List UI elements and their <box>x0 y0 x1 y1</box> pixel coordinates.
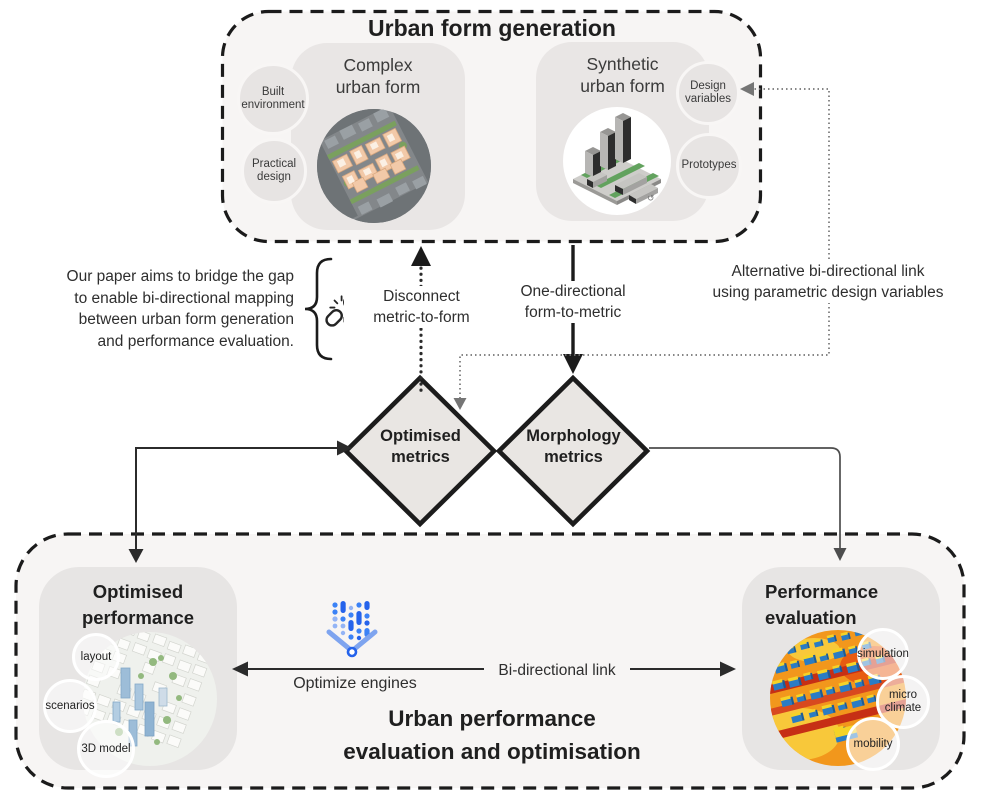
synthetic-urban-form-image: ↺ <box>563 107 671 215</box>
one-directional-arrowhead <box>563 354 583 374</box>
optimization-funnel-icon <box>326 601 378 658</box>
bottom-box-title: Urban performance evaluation and optimis… <box>343 706 641 764</box>
optimised-metrics-label: Optimised metrics <box>380 427 461 466</box>
isometric-bars-illustration: ↺ <box>573 113 661 205</box>
top-box-title: Urban form generation <box>368 15 616 41</box>
blue-towers <box>112 667 168 747</box>
bidirectional-right-arrowhead <box>720 661 736 677</box>
optimised-connector-right-arrowhead <box>337 440 352 456</box>
optimised-connector-line <box>135 447 340 552</box>
built-environment-circle: Built environment <box>237 63 309 135</box>
disconnect-label: Disconnect metric-to-form <box>344 286 499 328</box>
morphology-connector-arrowhead <box>833 548 847 561</box>
aerial-photo-illustration <box>317 109 431 223</box>
optimize-engines-label: Optimize engines <box>293 675 417 692</box>
simulation-circle: simulation <box>857 628 909 680</box>
prototypes-circle: Prototypes <box>676 133 742 199</box>
complex-urban-form-image <box>317 109 431 223</box>
performance-evaluation-title: Performance evaluation <box>765 581 879 628</box>
design-variables-circle: Design variables <box>676 61 740 125</box>
scenarios-circle: scenarios <box>43 679 97 733</box>
disconnect-arrowhead <box>411 246 431 266</box>
morphology-metrics-label: Morphology metrics <box>526 427 621 466</box>
mobility-circle: mobility <box>846 717 900 771</box>
morphology-connector-line <box>649 447 841 550</box>
complex-urban-form-title: Complex urban form <box>335 55 421 97</box>
optimised-performance-title: Optimised performance <box>81 581 195 628</box>
paper-aim-statement: Our paper aims to bridge the gap to enab… <box>66 268 294 350</box>
alternative-left-arrowhead <box>740 82 754 96</box>
funnel-dots <box>332 601 370 641</box>
practical-design-circle: Practical design <box>241 138 307 204</box>
alternative-link-label: Alternative bi-directional link using pa… <box>694 261 962 303</box>
layout-circle: layout <box>72 633 120 681</box>
alternative-down-arrowhead <box>453 398 467 410</box>
3d-model-circle: 3D model <box>77 720 135 778</box>
curly-brace <box>304 257 333 361</box>
bidirectional-link-label: Bi-directional link <box>484 660 630 681</box>
funnel-outlet <box>346 646 358 658</box>
one-directional-label: One-directional form-to-metric <box>495 281 651 323</box>
optimised-connector-down-arrowhead <box>128 549 144 563</box>
